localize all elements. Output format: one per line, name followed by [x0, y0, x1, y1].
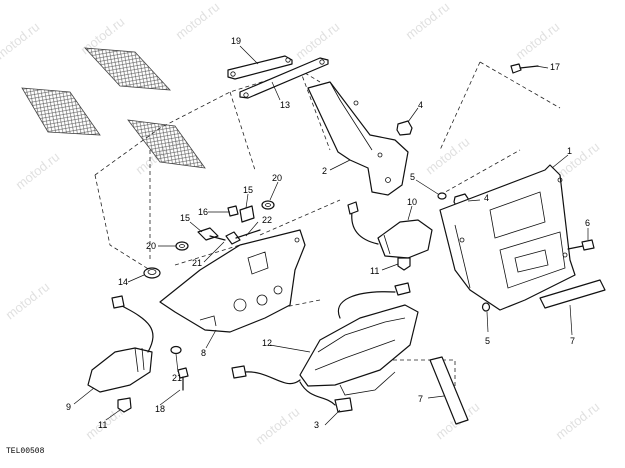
callout-19: 19	[231, 36, 241, 46]
callout-20: 20	[272, 173, 282, 183]
part-15-bolt-upper	[239, 205, 255, 223]
callout-15-left: 15	[180, 213, 190, 223]
watermark: motod.ru	[13, 149, 63, 192]
callout-15: 15	[243, 185, 253, 195]
callout-7: 7	[570, 336, 575, 346]
part-2-bracket	[307, 81, 409, 196]
callout-14: 14	[118, 277, 128, 287]
part-21-washer-lower	[170, 345, 182, 355]
part-11-bulb	[397, 257, 411, 271]
part-1-plate-holder	[439, 164, 576, 311]
part-10-turn-signal	[347, 201, 433, 259]
callout-16: 16	[198, 207, 208, 217]
part-20-washer	[261, 200, 275, 210]
figure-code: TEL00508	[6, 447, 45, 456]
part-21-spacer	[225, 231, 241, 245]
part-7-reflector	[539, 279, 606, 309]
part-12-tail-light	[231, 282, 419, 406]
watermark: motod.ru	[3, 279, 53, 322]
watermark: motod.ru	[173, 0, 223, 42]
callout-5: 5	[410, 172, 415, 182]
callout-9: 9	[66, 402, 71, 412]
part-9-turn-signal	[87, 295, 154, 393]
part-18-screw	[177, 367, 189, 391]
callout-3: 3	[314, 420, 319, 430]
watermark: motod.ru	[253, 404, 303, 447]
watermark: motod.ru	[293, 19, 343, 62]
part-20-washer-left	[175, 241, 189, 251]
ghost-tail-outline	[21, 47, 561, 390]
part-8-mudguard	[159, 229, 306, 333]
part-14-grommet	[143, 267, 161, 279]
callout-4-lower: 4	[484, 193, 489, 203]
part-11-bulb-lower	[117, 397, 132, 413]
part-5-washer-lower	[481, 302, 491, 312]
callout-11: 11	[370, 266, 379, 276]
part-19-bracket	[227, 55, 293, 80]
callout-13: 13	[280, 100, 290, 110]
watermark: motod.ru	[513, 19, 563, 62]
callout-8: 8	[201, 348, 206, 358]
callout-10: 10	[407, 197, 417, 207]
watermark: motod.ru	[553, 399, 603, 442]
watermark: motod.ru	[0, 19, 42, 62]
callout-1: 1	[567, 146, 572, 156]
callout-2: 2	[322, 166, 327, 176]
callout-22: 22	[262, 215, 272, 225]
part-16-screw	[227, 205, 239, 217]
watermark: motod.ru	[423, 134, 473, 177]
part-4-nut	[396, 120, 413, 136]
part-13-bracket	[239, 57, 329, 99]
callout-5-lower: 5	[485, 336, 490, 346]
callout-20-left: 20	[146, 241, 156, 251]
part-3-bulb	[334, 397, 353, 413]
callout-17: 17	[550, 62, 560, 72]
part-7-reflector-lower	[429, 356, 469, 425]
callout-21: 21	[192, 258, 202, 268]
part-6-screw	[567, 239, 595, 251]
callout-11-lower: 11	[98, 420, 107, 430]
callout-7-lower: 7	[418, 394, 423, 404]
leader-lines	[73, 45, 589, 426]
callout-6: 6	[585, 218, 590, 228]
part-5-washer	[437, 192, 447, 200]
part-17-bolt	[510, 63, 539, 74]
part-15-bolt	[197, 227, 226, 241]
watermark: motod.ru	[403, 0, 453, 42]
callout-12: 12	[262, 338, 272, 348]
callout-4: 4	[418, 100, 423, 110]
callout-18: 18	[155, 404, 165, 414]
callout-labels: 19 13 4 17 1 2 5 4 20 15 16 15 22 10 6 2…	[66, 36, 590, 430]
callout-21-lower: 21	[172, 373, 182, 383]
